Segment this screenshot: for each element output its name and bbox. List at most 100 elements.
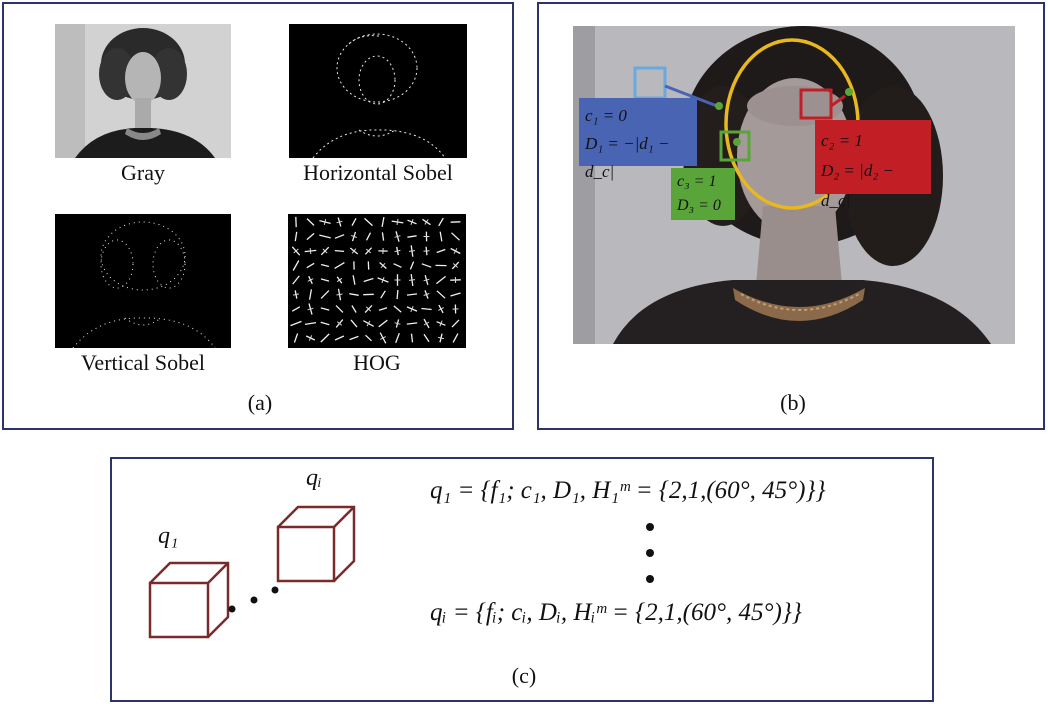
hog-cell-secondary	[366, 320, 371, 327]
hog-cell	[436, 248, 446, 254]
label-box-c2: c₂ = 1 D₂ = |d₂ − d_c|	[815, 120, 931, 210]
hog-cell	[409, 261, 415, 270]
hog-cell-secondary	[309, 247, 312, 255]
hog-cell	[306, 218, 315, 226]
c3-line: c₃ = 1	[677, 173, 717, 190]
hog-cell-secondary	[423, 321, 430, 326]
hog-cell	[393, 263, 402, 268]
hog-cell	[291, 306, 301, 312]
hog-cell	[320, 307, 330, 311]
hog-cell	[320, 263, 330, 268]
hog-cell	[451, 232, 460, 241]
panel-b: c₁ = 0 D₁ = −|d₁ − d_c| c₂ = 1 D₂ = |d₂ …	[537, 2, 1045, 430]
hog-cell-secondary	[396, 218, 399, 226]
hog-cell	[292, 275, 300, 285]
green-point	[733, 138, 741, 146]
red-patch	[799, 88, 833, 120]
hog-cell-secondary	[336, 293, 343, 296]
hog-cell-secondary	[336, 321, 343, 326]
hog-cell	[306, 232, 315, 241]
horizontal-sobel-caption: Horizontal Sobel	[303, 160, 453, 185]
cubes-drawing	[148, 505, 654, 639]
hog-cell-secondary	[381, 277, 385, 283]
hog-cell-secondary	[365, 248, 372, 254]
hog-cell	[439, 231, 443, 242]
hog-cell-secondary	[408, 279, 416, 281]
hog-caption: HOG	[353, 350, 401, 375]
hog-cell	[349, 293, 359, 296]
hog-cell-secondary	[423, 278, 430, 282]
hog-cell	[350, 319, 358, 328]
hog-cell	[334, 234, 345, 239]
label-box-c3: c₃ = 1 D₃ = 0	[671, 168, 735, 220]
hog-cell	[351, 217, 357, 227]
hog-cell	[292, 260, 300, 271]
hog-cell	[380, 290, 386, 299]
hog-cell	[410, 333, 414, 343]
hog-cell	[290, 320, 302, 327]
hog-cell	[407, 235, 417, 238]
hog-cell	[435, 275, 447, 285]
hog-cell	[406, 293, 418, 296]
cube-qi	[276, 505, 356, 583]
hog-cell-secondary	[438, 307, 444, 311]
hog-cell	[308, 289, 313, 300]
vdot-3	[646, 575, 654, 583]
hog-cell	[294, 231, 298, 242]
dot-3	[271, 586, 279, 594]
hog-cell	[334, 335, 345, 341]
hog-cell-secondary	[423, 293, 430, 296]
panel-c: q₁ qᵢ q₁ = {f₁; c₁, D₁, H₁ᵐ = {2,1,(60°,…	[110, 457, 934, 702]
equation-qi: qᵢ = {fᵢ; cᵢ, Dᵢ, Hᵢᵐ = {2,1,(60°, 45°)}…	[430, 599, 802, 626]
hog-cell	[293, 333, 299, 343]
hog-cell	[451, 319, 460, 328]
gray-image	[55, 24, 231, 158]
hog-cell-secondary	[439, 320, 443, 327]
hog-cell	[396, 289, 399, 300]
equation-q1: q₁ = {f₁; c₁, D₁, H₁ᵐ = {2,1,(60°, 45°)}…	[430, 477, 826, 504]
hog-cell	[334, 249, 345, 253]
hog-cell-secondary	[365, 306, 372, 312]
hog-cell	[436, 290, 446, 299]
dot-2	[250, 596, 258, 604]
vertical-sobel-image	[55, 214, 231, 348]
hog-cell-secondary	[308, 335, 313, 341]
hog-cell-secondary	[380, 336, 386, 340]
vdot-1	[646, 523, 654, 531]
panel-b-label: (b)	[780, 390, 806, 415]
hog-cell-secondary	[437, 336, 445, 340]
hog-cell	[378, 307, 388, 311]
label-box-c1: c₁ = 0 D₁ = −|d₁ − d_c|	[579, 98, 697, 181]
hog-cell	[381, 216, 385, 228]
hog-cell	[393, 305, 402, 313]
green-patch	[719, 130, 751, 162]
d2-line: D₂ = |d₂ − d_c|	[821, 161, 894, 210]
hog-cell-secondary	[351, 235, 357, 238]
horizontal-sobel-image	[289, 24, 467, 158]
hog-cell	[452, 333, 459, 343]
hog-cell-secondary	[394, 249, 401, 253]
hog-cell	[378, 319, 388, 328]
hog-cell-secondary	[452, 263, 459, 268]
c1-line: c₁ = 0	[585, 106, 627, 125]
vertical-sobel-caption: Vertical Sobel	[80, 350, 206, 375]
hog-image	[288, 214, 466, 348]
c2-line: c₂ = 1	[821, 131, 863, 150]
hog-cell-secondary	[336, 220, 343, 224]
gray-caption: Gray	[121, 160, 165, 185]
hog-cell-secondary	[307, 278, 314, 282]
hog-cell	[304, 321, 317, 326]
red-point	[845, 88, 853, 96]
hog-cell-secondary	[394, 235, 401, 238]
hog-cell-secondary	[307, 307, 314, 311]
hog-cell	[352, 275, 356, 285]
d1-line: D₁ = −|d₁ − d_c|	[585, 134, 670, 181]
d3-line: D₃ = 0	[677, 197, 721, 214]
hog-cell-secondary	[410, 219, 414, 225]
hog-cell	[381, 232, 385, 241]
hog-cell-secondary	[394, 322, 401, 325]
hog-cell	[363, 277, 374, 283]
hog-cell	[421, 307, 432, 311]
hog-cell-secondary	[424, 219, 429, 225]
dot-1	[228, 605, 236, 613]
